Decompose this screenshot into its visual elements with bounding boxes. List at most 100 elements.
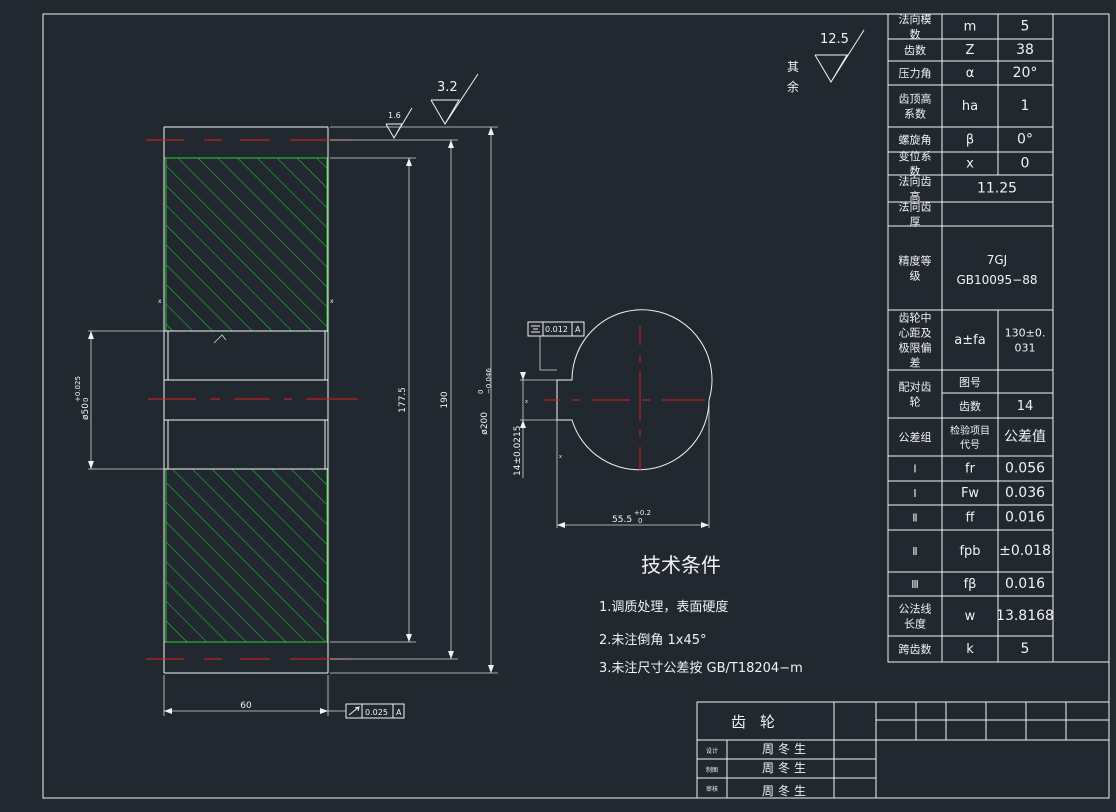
param-val-5: 0: [1021, 156, 1030, 172]
runout-value: 0.025: [365, 708, 388, 717]
roughness-small-value: 1.6: [388, 111, 401, 120]
param-sym-4: β: [966, 133, 974, 148]
roughness-small-symbol: [385, 107, 413, 140]
keyway-depth-tol-upper: +0.2: [634, 509, 651, 517]
param-val-12: 0.056: [1005, 461, 1045, 477]
roughness-other-label-1: 其: [787, 60, 799, 74]
tip-tol-lower: −0.046: [485, 368, 493, 394]
title-block: [696, 701, 1110, 799]
param-val-1: 38: [1016, 42, 1034, 58]
bore-dimension: [88, 330, 164, 470]
param-name-6: 法向齿高: [899, 174, 932, 203]
param-name-15: Ⅱ: [912, 545, 917, 558]
symmetry-value: 0.012: [545, 325, 568, 334]
param-sym-13: Fw: [961, 486, 979, 501]
root-diameter-label: 177.5: [398, 387, 408, 413]
param-sym-14: ff: [966, 511, 976, 526]
param-val-2: 20°: [1013, 65, 1038, 81]
roughness-other-label-2: 余: [787, 79, 799, 94]
param-val-15: ±0.018: [999, 543, 1051, 559]
param-sym-18: k: [966, 642, 974, 657]
bore-tol-upper: +0.025: [74, 376, 82, 402]
roughness-other-label: 其余: [787, 60, 799, 94]
pitch-diameter-label: 190: [440, 391, 450, 408]
param-sym-5: x: [966, 157, 974, 172]
roughness-top-value: 3.2: [437, 80, 458, 95]
diameter-dimensions: [330, 126, 498, 674]
param-val-14: 0.016: [1005, 510, 1045, 526]
param-val2-8: GB10095−88: [956, 273, 1037, 287]
param-name-13: Ⅰ: [913, 487, 916, 500]
param-sym-16: fβ: [964, 577, 977, 592]
param-name-7: 法向齿厚: [899, 200, 932, 229]
param-name-12: Ⅰ: [913, 463, 916, 476]
drawing-frame: [42, 13, 1110, 799]
param-name-18: 跨齿数: [899, 643, 932, 656]
roughness-top-symbol: [430, 73, 479, 125]
param-val-11: 公差值: [1004, 429, 1046, 445]
keyway-mark-2: x: [559, 454, 562, 460]
param-name-4: 螺旋角: [899, 133, 932, 147]
param-name-9: 齿轮中心距及极限偏差: [899, 311, 932, 370]
param-sym-15: fpb: [959, 544, 980, 559]
param-r2-val: 14: [1017, 399, 1034, 414]
param-sym-11: 检验项目代号: [950, 424, 990, 451]
roughness-other-symbol: [814, 29, 865, 83]
param-name-1: 齿数: [904, 44, 926, 57]
param-val-0: 5: [1021, 19, 1030, 35]
param-name-10: 配对齿轮: [899, 380, 932, 409]
param-val-18: 5: [1021, 641, 1030, 657]
param-val-13: 0.036: [1005, 485, 1045, 501]
param-sym-9: a±fa: [954, 333, 985, 348]
symmetry-datum: A: [575, 325, 581, 334]
param-name-8: 精度等级: [899, 254, 932, 283]
tip-diameter-label: ø200: [480, 412, 490, 435]
tech-item-2: 2.未注倒角 1x45°: [599, 633, 707, 648]
bore-tol-lower: 0: [82, 398, 90, 402]
param-name-3: 齿顶高系数: [899, 92, 932, 121]
title-block-role-1: 设计: [706, 747, 718, 755]
param-val-16: 0.016: [1005, 576, 1045, 592]
keyway-width-label: 14±0.0215: [513, 426, 523, 476]
keyway-section-view: x x: [520, 309, 713, 528]
param-name-14: Ⅱ: [912, 512, 917, 525]
param-sym-17: w: [965, 609, 976, 624]
tech-heading: 技术条件: [641, 553, 721, 577]
bore-diameter-label: ø50: [81, 403, 91, 420]
tech-item-3: 3.未注尺寸公差按 GB/T18204−m: [599, 661, 803, 676]
title-block-role-2: 制图: [706, 766, 718, 774]
param-val-4: 0°: [1017, 132, 1033, 148]
parameter-table: [887, 13, 1110, 663]
param-val-3: 1: [1021, 98, 1030, 114]
width-label: 60: [240, 701, 252, 711]
chamfer-mark-left: x: [158, 298, 162, 305]
param-name-16: Ⅲ: [911, 578, 919, 591]
keyway-depth-label: 55.5: [612, 515, 632, 525]
hatch-upper: [165, 157, 328, 332]
param-sym-1: Z: [966, 43, 975, 58]
runout-tolerance-frame: [328, 703, 405, 719]
param-name-5: 变位系数: [899, 149, 932, 178]
param-sym-2: α: [966, 66, 975, 81]
width-dimension: [163, 675, 329, 716]
param-sym-0: m: [964, 20, 977, 35]
runout-datum: A: [396, 708, 402, 717]
keyway-mark: x: [525, 399, 528, 405]
param-r1-label: 图号: [959, 376, 981, 389]
param-sym-12: fr: [965, 462, 976, 477]
hatch-lower: [165, 468, 328, 643]
chamfer-mark-right: x: [330, 298, 334, 305]
tech-item-1: 1.调质处理，表面硬度: [599, 599, 728, 615]
param-name-2: 压力角: [899, 67, 932, 80]
param-name-17: 公法线长度: [899, 602, 932, 631]
title-block-name-1: 周冬生: [762, 741, 810, 756]
param-r2-label: 齿数: [959, 400, 981, 413]
roughness-other-value: 12.5: [820, 32, 849, 47]
param-name-11: 公差组: [899, 430, 932, 444]
tip-tol-upper: 0: [477, 390, 485, 394]
param-name-0: 法向模数: [899, 12, 932, 41]
param-val-17: 13.8168: [996, 608, 1054, 624]
gear-section-view: x x: [146, 126, 358, 674]
